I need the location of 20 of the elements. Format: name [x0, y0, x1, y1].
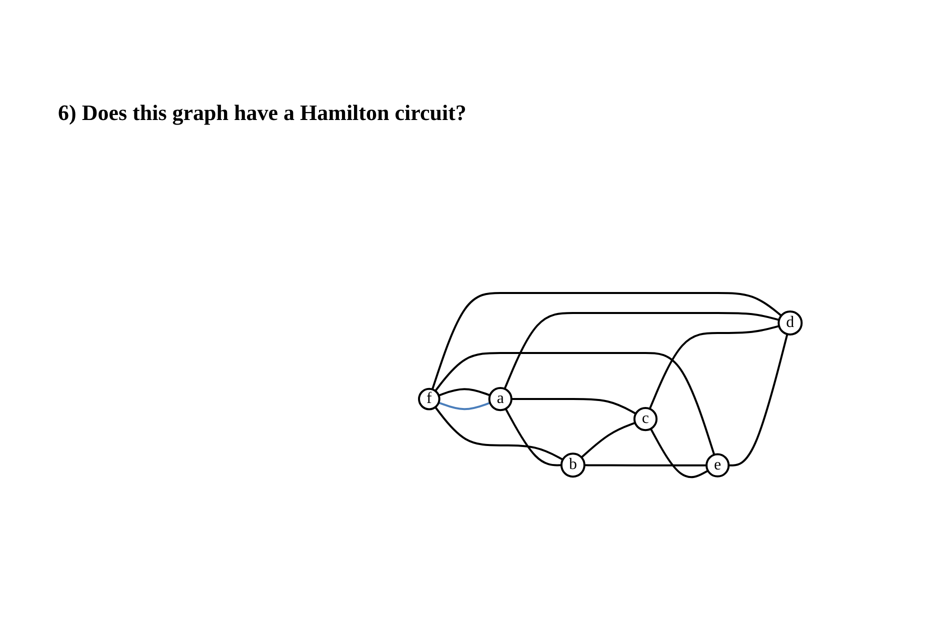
connector: [728, 334, 788, 466]
connector: [580, 422, 636, 458]
node-circle: d: [777, 310, 802, 336]
connector: [438, 388, 490, 396]
node-circle: b: [560, 452, 586, 478]
node-circle: f: [418, 388, 440, 410]
connector: [434, 406, 563, 460]
connector: [438, 402, 490, 410]
node-circle: e: [705, 453, 730, 478]
connector: [431, 292, 782, 390]
node-circle: c: [633, 406, 658, 431]
connector: [648, 324, 779, 410]
connector: [504, 408, 562, 466]
node-circle: a: [488, 386, 512, 411]
connector: [503, 312, 779, 390]
connector: [650, 428, 708, 478]
question-title: 6) Does this graph have a Hamilton circuit?: [58, 100, 466, 126]
connector: [584, 464, 706, 466]
connector: [511, 398, 636, 414]
connector: [434, 352, 715, 455]
